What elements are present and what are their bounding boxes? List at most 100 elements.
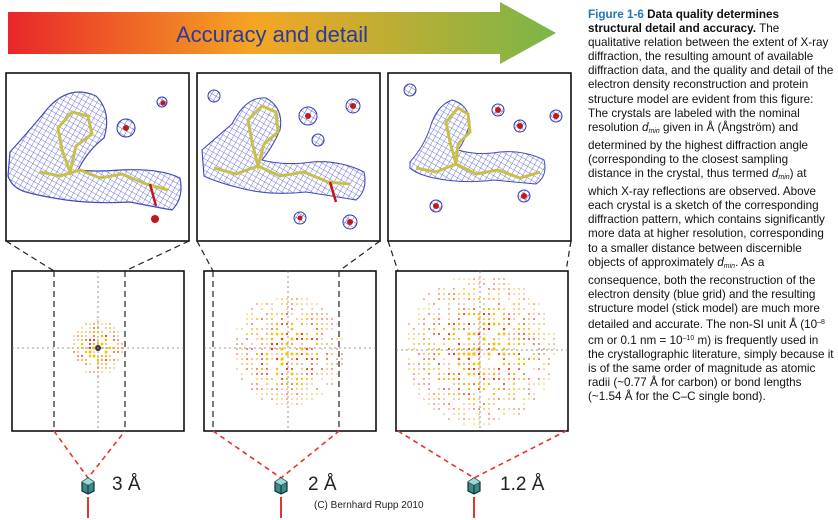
diffraction-spot — [508, 373, 510, 375]
diffraction-spot — [281, 383, 283, 385]
diffraction-spot — [448, 298, 450, 300]
diffraction-spot — [507, 342, 511, 346]
diffraction-spot — [311, 338, 313, 340]
diffraction-spot — [493, 298, 495, 300]
diffraction-spot — [438, 308, 440, 310]
diffraction-spot — [453, 278, 455, 280]
accuracy-arrow — [8, 2, 556, 64]
diffraction-spot — [428, 378, 430, 380]
diffraction-spot — [428, 293, 430, 295]
diffraction-spot — [305, 352, 309, 356]
diffraction-spot — [467, 312, 471, 316]
diffraction-spot — [513, 398, 515, 400]
diffraction-spot — [498, 303, 500, 305]
diffraction-spot — [85, 335, 87, 337]
diffraction-spot — [290, 337, 294, 341]
diffraction-spot — [508, 318, 510, 320]
diffraction-spot — [275, 327, 279, 331]
diffraction-spot — [468, 283, 470, 285]
diffraction-spot — [493, 393, 495, 395]
diffraction-spot — [93, 339, 95, 341]
diffraction-spot — [513, 338, 515, 340]
diffraction-spot — [513, 318, 515, 320]
diffraction-spot — [458, 408, 460, 410]
diffraction-spot — [483, 368, 485, 370]
diffraction-spot — [261, 388, 263, 390]
diffraction-spot — [533, 323, 535, 325]
diffraction-spot — [493, 378, 495, 380]
diffraction-spot — [280, 337, 284, 341]
diffraction-spot — [492, 312, 496, 316]
diffraction-spot — [121, 351, 123, 353]
diffraction-spot — [281, 318, 283, 320]
diffraction-spot — [301, 343, 303, 345]
diffraction-spot — [73, 339, 75, 341]
diffraction-spot — [336, 373, 338, 375]
diffraction-spot — [241, 373, 243, 375]
diffraction-spot — [482, 322, 486, 326]
diffraction-spot — [463, 313, 465, 315]
diffraction-spot — [301, 308, 303, 310]
diffraction-spot — [316, 328, 318, 330]
diffraction-spot — [428, 363, 430, 365]
diffraction-spot — [533, 353, 535, 355]
diffraction-spot — [533, 343, 535, 345]
diffraction-spot — [301, 338, 303, 340]
diffraction-spot — [246, 318, 248, 320]
diffraction-spot — [488, 398, 490, 400]
diffraction-spot — [473, 403, 475, 405]
diffraction-frame-1 — [11, 270, 185, 432]
diffraction-spot — [413, 343, 415, 345]
diffraction-spot — [305, 337, 309, 341]
diffraction-spot — [413, 348, 415, 350]
diffraction-spot — [503, 323, 505, 325]
diffraction-spot — [468, 393, 470, 395]
diffraction-spot — [285, 352, 289, 356]
diffraction-spot — [467, 357, 471, 361]
diffraction-spot — [251, 358, 253, 360]
diffraction-spot — [523, 323, 525, 325]
diffraction-spot — [528, 323, 530, 325]
diffraction-spot — [286, 303, 288, 305]
diffraction-spot — [492, 347, 496, 351]
diffraction-spot — [418, 313, 420, 315]
diffraction-spot — [453, 348, 455, 350]
diffraction-spot — [512, 352, 516, 356]
diffraction-spot — [433, 348, 435, 350]
diffraction-spot — [528, 298, 530, 300]
diffraction-spot — [271, 313, 273, 315]
diffraction-spot — [270, 332, 274, 336]
diffraction-spot — [301, 363, 303, 365]
diffraction-spot — [92, 354, 96, 358]
diffraction-spot — [81, 359, 83, 361]
diffraction-spot — [113, 367, 115, 369]
diffraction-spot — [105, 367, 107, 369]
diffraction-spot — [97, 375, 99, 377]
diffraction-spot — [468, 348, 470, 350]
diffraction-spot — [533, 308, 535, 310]
diffraction-spot — [543, 348, 545, 350]
diffraction-spot — [336, 358, 338, 360]
diffraction-spot — [246, 348, 248, 350]
diffraction-spot — [538, 343, 540, 345]
diffraction-spot — [548, 378, 550, 380]
diffraction-spot — [453, 413, 455, 415]
diffraction-spot — [548, 358, 550, 360]
diffraction-spot — [488, 373, 490, 375]
diffraction-spot — [488, 358, 490, 360]
diffraction-spot — [433, 303, 435, 305]
diffraction-spot — [443, 343, 445, 345]
diffraction-spot — [418, 363, 420, 365]
diffraction-spot — [428, 388, 430, 390]
diffraction-spot — [483, 298, 485, 300]
diffraction-spot — [433, 318, 435, 320]
diffraction-spot — [241, 353, 243, 355]
diffraction-spot — [438, 298, 440, 300]
diffraction-spot — [478, 378, 480, 380]
diffraction-spot — [85, 363, 87, 365]
diffraction-spot — [433, 323, 435, 325]
diffraction-spot — [463, 323, 465, 325]
diffraction-spot — [458, 413, 460, 415]
diffraction-spot — [326, 343, 328, 345]
diffraction-spot — [548, 333, 550, 335]
